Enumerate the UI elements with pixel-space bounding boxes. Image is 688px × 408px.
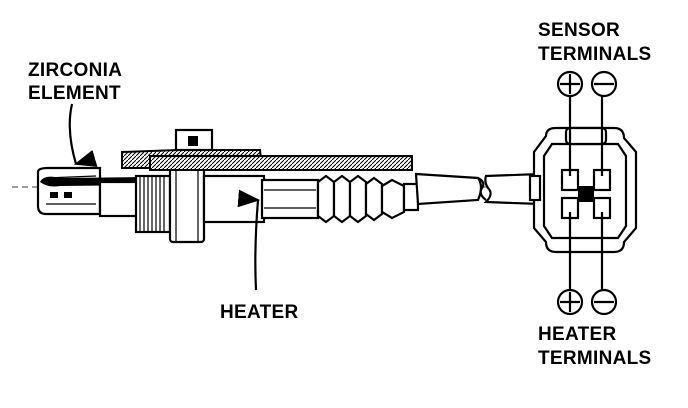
cable-right [483, 172, 542, 206]
sensor-tip [36, 166, 102, 216]
sensor-minus-symbol [590, 70, 618, 98]
connector-inner-wall [542, 142, 628, 240]
sensor-body [36, 128, 420, 244]
heater-arrow [237, 189, 261, 291]
threaded-section [134, 174, 172, 234]
connector [528, 126, 638, 254]
heater-label: HEATER [220, 302, 299, 323]
hex-nut [168, 166, 206, 244]
rib-1 [316, 174, 336, 224]
connector-side-tab [528, 174, 542, 202]
cable-left [414, 172, 483, 206]
sensor-cable [414, 172, 542, 206]
body-section [202, 174, 266, 224]
sensor-terminals-label-line1: SENSOR [538, 20, 620, 41]
thread-collar [98, 180, 140, 218]
zirconia-label-line1: ZIRCONIA [28, 60, 122, 81]
heater-terminals-label-line2: TERMINALS [538, 348, 652, 369]
pin-separator [578, 186, 594, 202]
rib-4 [364, 176, 384, 222]
heater-section [260, 178, 320, 220]
rib-3 [348, 174, 368, 224]
zirconia-arrow [68, 103, 98, 167]
heater-terminals-label-line1: HEATER [538, 324, 617, 345]
rib-2 [332, 174, 352, 224]
rib-5 [380, 178, 406, 220]
sensor-terminals-label-line2: TERMINALS [538, 44, 652, 65]
heater-plus-symbol [556, 288, 584, 316]
connector-latch [564, 126, 608, 146]
sensor-plus-symbol [556, 70, 584, 98]
zirconia-label-line2: ELEMENT [28, 83, 121, 104]
housing-band [149, 155, 413, 171]
heater-minus-symbol [590, 288, 618, 316]
